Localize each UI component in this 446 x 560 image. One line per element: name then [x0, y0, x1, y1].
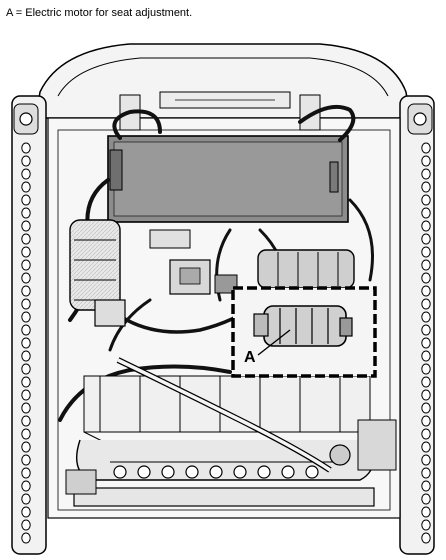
rail-hole [421, 337, 431, 349]
rail-hole [21, 207, 31, 219]
rail-hole [421, 324, 431, 336]
bolt [233, 465, 247, 479]
seat-frame-inner [57, 129, 391, 511]
rail-hole [421, 519, 431, 531]
rail-hole [421, 415, 431, 427]
seat-shell-inner [57, 57, 389, 97]
left-rail-holes [21, 142, 31, 544]
rail-hole [21, 467, 31, 479]
right-seat-rail [399, 95, 435, 555]
bolt [281, 465, 295, 479]
seat-adjustment-motor [253, 305, 353, 347]
rail-hole [421, 233, 431, 245]
rail-hole [21, 480, 31, 492]
rail-hole [21, 506, 31, 518]
upper-motor [257, 249, 355, 289]
rail-hole [21, 441, 31, 453]
rail-hole [21, 155, 31, 167]
rail-hole [21, 311, 31, 323]
rail-hole [421, 142, 431, 154]
rail-hole [421, 376, 431, 388]
rail-hole [421, 311, 431, 323]
rail-hole [421, 389, 431, 401]
rail-hole [21, 363, 31, 375]
rail-hole [21, 428, 31, 440]
rail-hole [421, 194, 431, 206]
rail-hole [421, 428, 431, 440]
rail-hole [421, 480, 431, 492]
rail-hole [21, 324, 31, 336]
rail-hole [421, 363, 431, 375]
rail-hole [21, 233, 31, 245]
rail-hole [421, 272, 431, 284]
rail-hole [21, 246, 31, 258]
rail-hole [421, 168, 431, 180]
seat-pan-springs [83, 375, 371, 451]
rail-hole [21, 259, 31, 271]
bolt [113, 465, 127, 479]
rail-hole [421, 506, 431, 518]
callout-a: A [231, 286, 377, 378]
rail-hole [21, 415, 31, 427]
rail-hole [421, 467, 431, 479]
rail-hole [21, 337, 31, 349]
rail-hole [21, 181, 31, 193]
bolt [185, 465, 199, 479]
rail-hole [21, 142, 31, 154]
rail-hole [421, 441, 431, 453]
left-gear-assembly [69, 219, 126, 327]
bolt [305, 465, 319, 479]
bolt [161, 465, 175, 479]
control-module [107, 135, 349, 223]
rail-hole [21, 402, 31, 414]
rail-hole [21, 376, 31, 388]
rail-hole [21, 285, 31, 297]
rail-hole [21, 298, 31, 310]
rail-hole [21, 532, 31, 544]
callout-leader-line [257, 329, 291, 356]
rail-hole [21, 519, 31, 531]
rail-hole [421, 493, 431, 505]
figure-caption: A = Electric motor for seat adjustment. [6, 7, 193, 19]
right-rail-holes [421, 142, 431, 544]
callout-label-a: A [244, 349, 256, 366]
rail-hole [421, 285, 431, 297]
rail-hole [421, 402, 431, 414]
rail-hole [21, 272, 31, 284]
connector-cluster [149, 229, 238, 295]
rail-hole [421, 207, 431, 219]
rail-hole [21, 220, 31, 232]
rail-hole [421, 220, 431, 232]
rail-hole [21, 350, 31, 362]
rail-hole [21, 493, 31, 505]
bolt [137, 465, 151, 479]
rail-hole [21, 194, 31, 206]
rail-hole [421, 532, 431, 544]
rail-hole [421, 298, 431, 310]
bottom-rail [73, 487, 375, 507]
rail-hole [21, 389, 31, 401]
bolt [257, 465, 271, 479]
rail-hole [421, 454, 431, 466]
rail-hole [421, 259, 431, 271]
rail-hole [421, 246, 431, 258]
rail-hole [21, 168, 31, 180]
bolt [209, 465, 223, 479]
rail-hole [421, 181, 431, 193]
bottom-bolt-row [113, 465, 319, 479]
left-seat-rail [11, 95, 47, 555]
rail-hole [21, 454, 31, 466]
rail-hole [421, 350, 431, 362]
rail-hole [421, 155, 431, 167]
